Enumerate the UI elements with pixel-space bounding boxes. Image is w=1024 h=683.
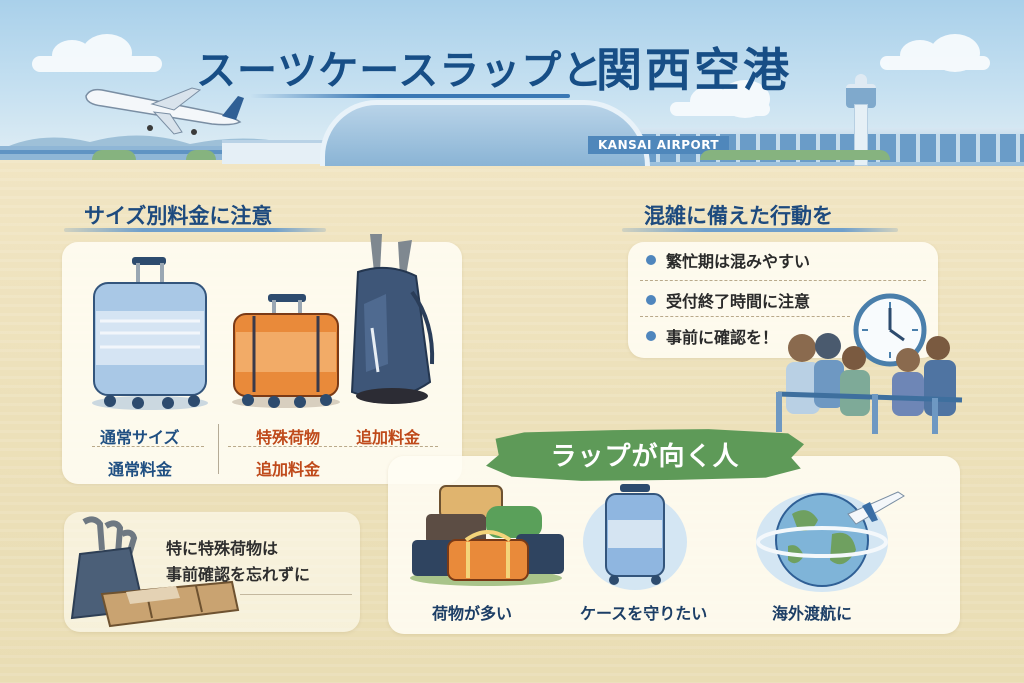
special-fee-label: 追加料金 (256, 460, 321, 479)
feature-label-many-bags: 荷物が多い (432, 604, 513, 623)
bullet-dot-icon (646, 295, 656, 305)
cloud-icon (670, 80, 770, 118)
clock-icon (853, 293, 927, 367)
airplane-icon (85, 87, 244, 135)
divider-dashed (92, 446, 204, 447)
crowd-bullet-item: 事前に確認を！ (646, 324, 778, 348)
divider-dashed (228, 446, 438, 447)
golf-bag-icon (350, 234, 435, 404)
note-underline (240, 594, 352, 595)
divider-dashed (640, 316, 850, 317)
airport-sign: KANSAI AIRPORT (588, 136, 730, 154)
cloud-icon (880, 34, 990, 72)
queue-people-icon (776, 333, 963, 434)
golf-fee-label: 追加料金 (356, 428, 421, 447)
trees-icon (186, 150, 216, 160)
orange-wrapped-suitcase-icon (232, 294, 340, 408)
title-underline (250, 94, 570, 98)
normal-size-label: 通常サイズ (100, 428, 180, 447)
heading-underline (64, 228, 326, 232)
vertical-separator (218, 424, 219, 474)
bullet-dot-icon (646, 331, 656, 341)
feature-label-protect-case: ケースを守りたい (580, 604, 708, 623)
trees-icon (700, 150, 890, 160)
note-text: 特に特殊荷物は 事前確認を忘れずに (166, 539, 311, 584)
normal-fee-label: 通常料金 (108, 460, 173, 479)
crowd-bullet-item: 繁忙期は混みやすい (646, 248, 810, 272)
special-item-label: 特殊荷物 (256, 428, 321, 447)
crowd-section-heading: 混雑に備えた行動を (644, 204, 833, 228)
golf-bag-and-case-icon (70, 516, 240, 628)
cloud-icon (32, 34, 162, 72)
bullet-dot-icon (646, 255, 656, 265)
feature-label-overseas: 海外渡航に (772, 604, 853, 623)
size-section-heading: サイズ別料金に注意 (84, 204, 273, 228)
trees-icon (92, 150, 136, 160)
globe-airplane-icon (756, 491, 905, 592)
title-main: スーツケースラップと (196, 48, 604, 94)
wrapped-suitcase-icon (583, 484, 687, 590)
recommend-heading: ラップが向く人 (550, 442, 740, 472)
blue-wrapped-suitcase-icon (92, 257, 208, 410)
recommend-banner (486, 429, 804, 481)
divider-dashed (640, 280, 926, 281)
page-title: スーツケースラップと 関西空港 (0, 28, 1024, 108)
luggage-pile-icon (410, 485, 564, 586)
terminal-dome (320, 100, 650, 166)
heading-underline (622, 228, 898, 232)
crowd-bullet-item: 受付終了時間に注意 (646, 288, 810, 312)
title-location: 関西空港 (596, 43, 792, 97)
